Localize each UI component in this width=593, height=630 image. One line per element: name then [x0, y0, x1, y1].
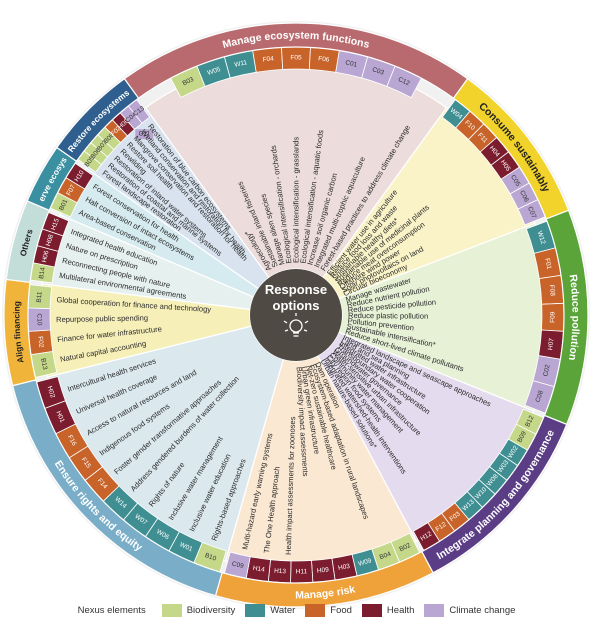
code-chip-label: C10 [35, 313, 42, 325]
code-chip-label: F09 [549, 311, 556, 323]
code-chip-label: C12 [397, 76, 411, 88]
code-chip-label: B11 [36, 291, 44, 303]
legend-item-biodiversity: Biodiversity [161, 603, 236, 617]
legend-label: Climate change [449, 604, 516, 616]
code-chip-label: H09 [317, 566, 330, 574]
code-chip-label: B03 [181, 76, 195, 87]
code-chip-label: H03 [338, 563, 351, 572]
nexus-legend: Nexus elements Biodiversity Water Food H… [0, 598, 593, 622]
legend-label: Biodiversity [186, 604, 236, 616]
code-chip-label: B10 [204, 552, 218, 563]
code-chip-label: B12 [524, 414, 535, 428]
option-label: Reduce plastic pollution [348, 311, 428, 321]
code-chip-label: F06 [318, 55, 330, 63]
center-title-line2: options [273, 298, 320, 313]
code-chip-label: C09 [231, 561, 245, 571]
code-chip-label: C07 [526, 206, 537, 220]
code-chip-label: F02 [36, 336, 44, 348]
legend-item-water: Water [245, 603, 296, 617]
legend-swatch [161, 603, 182, 617]
code-chip-label: H01 [54, 410, 65, 424]
code-chip-label: H02 [46, 385, 56, 399]
legend-item-climate: Climate change [424, 603, 516, 617]
code-chip [135, 129, 154, 140]
code-chip-label: C01 [345, 59, 359, 68]
code-chip-label: C02 [542, 364, 551, 378]
code-chip-label: F08 [548, 284, 556, 296]
code-chip-label: F04 [262, 55, 274, 63]
code-chip-label: F01 [543, 258, 552, 271]
legend-title: Nexus elements [77, 604, 146, 616]
code-chip-label: W12 [536, 230, 547, 245]
code-chip-label: C03 [371, 66, 385, 77]
code-chip-label: H15 [50, 217, 61, 231]
code-chip-label: H07 [547, 337, 555, 350]
code-chip-label: B01 [58, 198, 69, 212]
legend-swatch [305, 603, 326, 617]
option-label: Health impact assessments for zoonoses [284, 416, 297, 555]
center-title-line1: Response [265, 282, 327, 297]
code-chip-label: H08 [45, 233, 55, 247]
code-chip-label: B02 [398, 542, 412, 553]
legend-label: Water [270, 604, 296, 616]
option-label: Repurpose public spending [56, 313, 148, 324]
legend-item-food: Food [305, 603, 352, 617]
code-chip-label: H13 [274, 568, 287, 576]
option-label: Ecological intensification - grasslands [292, 137, 301, 263]
code-chip-label: B09 [516, 430, 528, 444]
code-chip-label: W09 [358, 557, 373, 567]
segment-title: Reduce pollution [566, 274, 582, 362]
legend-label: Health [386, 604, 415, 616]
code-chip-label: F05 [290, 55, 302, 62]
legend-swatch [424, 603, 445, 617]
code-chip-label: F07 [65, 183, 77, 197]
legend-swatch [245, 603, 266, 617]
legend-label: Food [330, 604, 352, 616]
code-chip-label: W11 [234, 59, 248, 69]
segment-ring [55, 77, 140, 163]
center-hub: Response options [250, 269, 342, 361]
code-chip-label: F16 [66, 434, 78, 448]
code-chip-label: H14 [252, 565, 265, 574]
code-chip-label: B13 [39, 358, 48, 371]
legend-item-health: Health [361, 603, 415, 617]
code-chip-label: C11 [139, 131, 151, 138]
code-chip-label: C06 [518, 189, 530, 203]
code-chip-label: B04 [379, 551, 393, 562]
code-chip-label: B14 [38, 266, 47, 279]
lightbulb-icon [283, 313, 309, 337]
code-chip-label: C08 [535, 389, 546, 403]
code-chip-label: H06 [41, 250, 51, 264]
code-chip-label: H11 [296, 568, 308, 575]
code-chip-label: W05 [207, 66, 222, 77]
segment-title: Conserve ecosystems [0, 0, 69, 203]
legend-swatch [361, 603, 382, 617]
